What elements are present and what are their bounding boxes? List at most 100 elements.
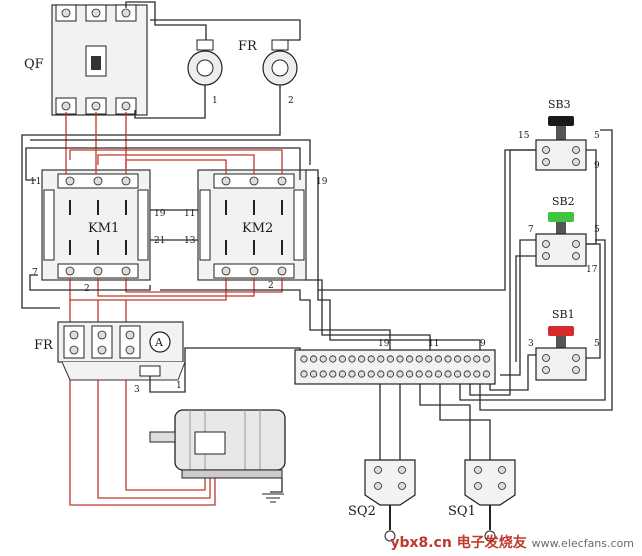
wire	[30, 139, 311, 165]
num-2a: 2	[84, 284, 90, 294]
strip-screw	[309, 355, 318, 363]
num-5a: 5	[594, 131, 600, 141]
label-sq2: SQ2	[348, 504, 376, 519]
strip-screw	[453, 370, 462, 378]
strip-screw	[425, 370, 433, 378]
num-7a: 7	[32, 268, 38, 278]
label-km1: KM1	[88, 221, 119, 236]
watermark-url: www.elecfans.com	[531, 537, 634, 550]
wire-red	[125, 278, 283, 293]
strip-screw	[386, 355, 394, 363]
strip-screw	[329, 355, 337, 363]
label-sb3: SB3	[548, 98, 571, 111]
num-3b: 3	[528, 339, 534, 349]
num-13: 13	[184, 236, 196, 246]
pushbutton-sb2	[535, 212, 587, 267]
wire	[306, 169, 481, 350]
fuse-2	[262, 39, 298, 86]
strip-screw	[319, 355, 327, 363]
num-19c: 19	[378, 339, 390, 349]
strip-screw	[482, 370, 490, 378]
strip-screw	[348, 370, 356, 378]
num-7b: 7	[528, 225, 534, 235]
num-11c: 11	[428, 339, 439, 349]
strip-screw	[444, 355, 452, 363]
wire-red	[69, 149, 283, 174]
wire-red	[97, 278, 255, 297]
strip-screw	[463, 355, 471, 363]
wire	[419, 384, 471, 460]
wire	[160, 289, 391, 352]
watermark-brand: 电子发烧友	[456, 535, 527, 551]
strip-screw	[386, 370, 394, 378]
wire	[150, 19, 301, 41]
terminal-strip	[294, 349, 496, 385]
strip-screw	[415, 355, 423, 363]
strip-screw	[300, 370, 308, 378]
label-km2: KM2	[242, 221, 273, 236]
wire-red	[69, 360, 216, 506]
strip-screw	[434, 370, 442, 378]
breaker-qf	[51, 4, 148, 116]
strip-screw	[396, 370, 404, 378]
label-sq1: SQ1	[448, 504, 476, 519]
overload-relay-fr	[57, 321, 186, 381]
strip-screw	[348, 355, 356, 363]
contactor-km2	[197, 169, 307, 281]
num-5b: 5	[594, 225, 600, 235]
num-2b: 2	[268, 281, 274, 291]
num-3: 3	[134, 385, 140, 395]
label-fr-top: FR	[238, 39, 258, 54]
wire-red	[97, 154, 255, 174]
wire	[459, 239, 606, 401]
strip-screw	[357, 355, 366, 363]
wire-red	[125, 360, 206, 491]
wire-ground	[270, 478, 283, 493]
strip-screw	[425, 355, 433, 363]
strip-screw	[377, 355, 385, 363]
wire	[515, 255, 536, 362]
strip-screw	[338, 370, 346, 378]
num-17: 17	[586, 265, 598, 275]
strip-screw	[338, 355, 346, 363]
wire	[306, 279, 431, 352]
strip-screw	[482, 355, 490, 363]
num-5c: 5	[594, 339, 600, 349]
num-11a: 11	[30, 177, 41, 187]
strip-screw	[415, 370, 423, 378]
strip-screw	[300, 355, 308, 363]
wire	[489, 354, 540, 391]
fuse-1	[187, 39, 223, 86]
limit-switch-sq2	[364, 459, 416, 542]
strip-screw	[396, 355, 404, 363]
wire	[149, 347, 301, 393]
wire	[439, 384, 491, 460]
num-15: 15	[518, 131, 530, 141]
wire	[125, 1, 207, 40]
wire-red	[125, 159, 227, 174]
strip-screw	[309, 370, 318, 378]
pushbutton-sb1	[535, 326, 587, 381]
strip-screw	[453, 355, 462, 363]
num-19a: 19	[154, 209, 166, 219]
num-21: 21	[154, 236, 165, 246]
label-ammeter: A	[154, 336, 164, 349]
wire	[500, 239, 540, 376]
strip-screw	[434, 355, 442, 363]
contactor-km1	[41, 169, 151, 281]
strip-screw	[367, 355, 375, 363]
strip-screw	[367, 370, 375, 378]
wire	[479, 129, 613, 411]
motor-icon	[149, 409, 286, 479]
label-sb2: SB2	[552, 195, 575, 208]
strip-screw	[473, 355, 481, 363]
num-9b: 9	[480, 339, 486, 349]
wire	[586, 243, 601, 359]
wire	[134, 85, 206, 119]
strip-screw	[329, 370, 337, 378]
num-fr-2: 2	[288, 96, 294, 106]
strip-screw	[319, 370, 327, 378]
wire	[29, 274, 151, 291]
num-fr-1: 1	[212, 96, 218, 106]
limit-switch-sq1	[464, 459, 516, 542]
